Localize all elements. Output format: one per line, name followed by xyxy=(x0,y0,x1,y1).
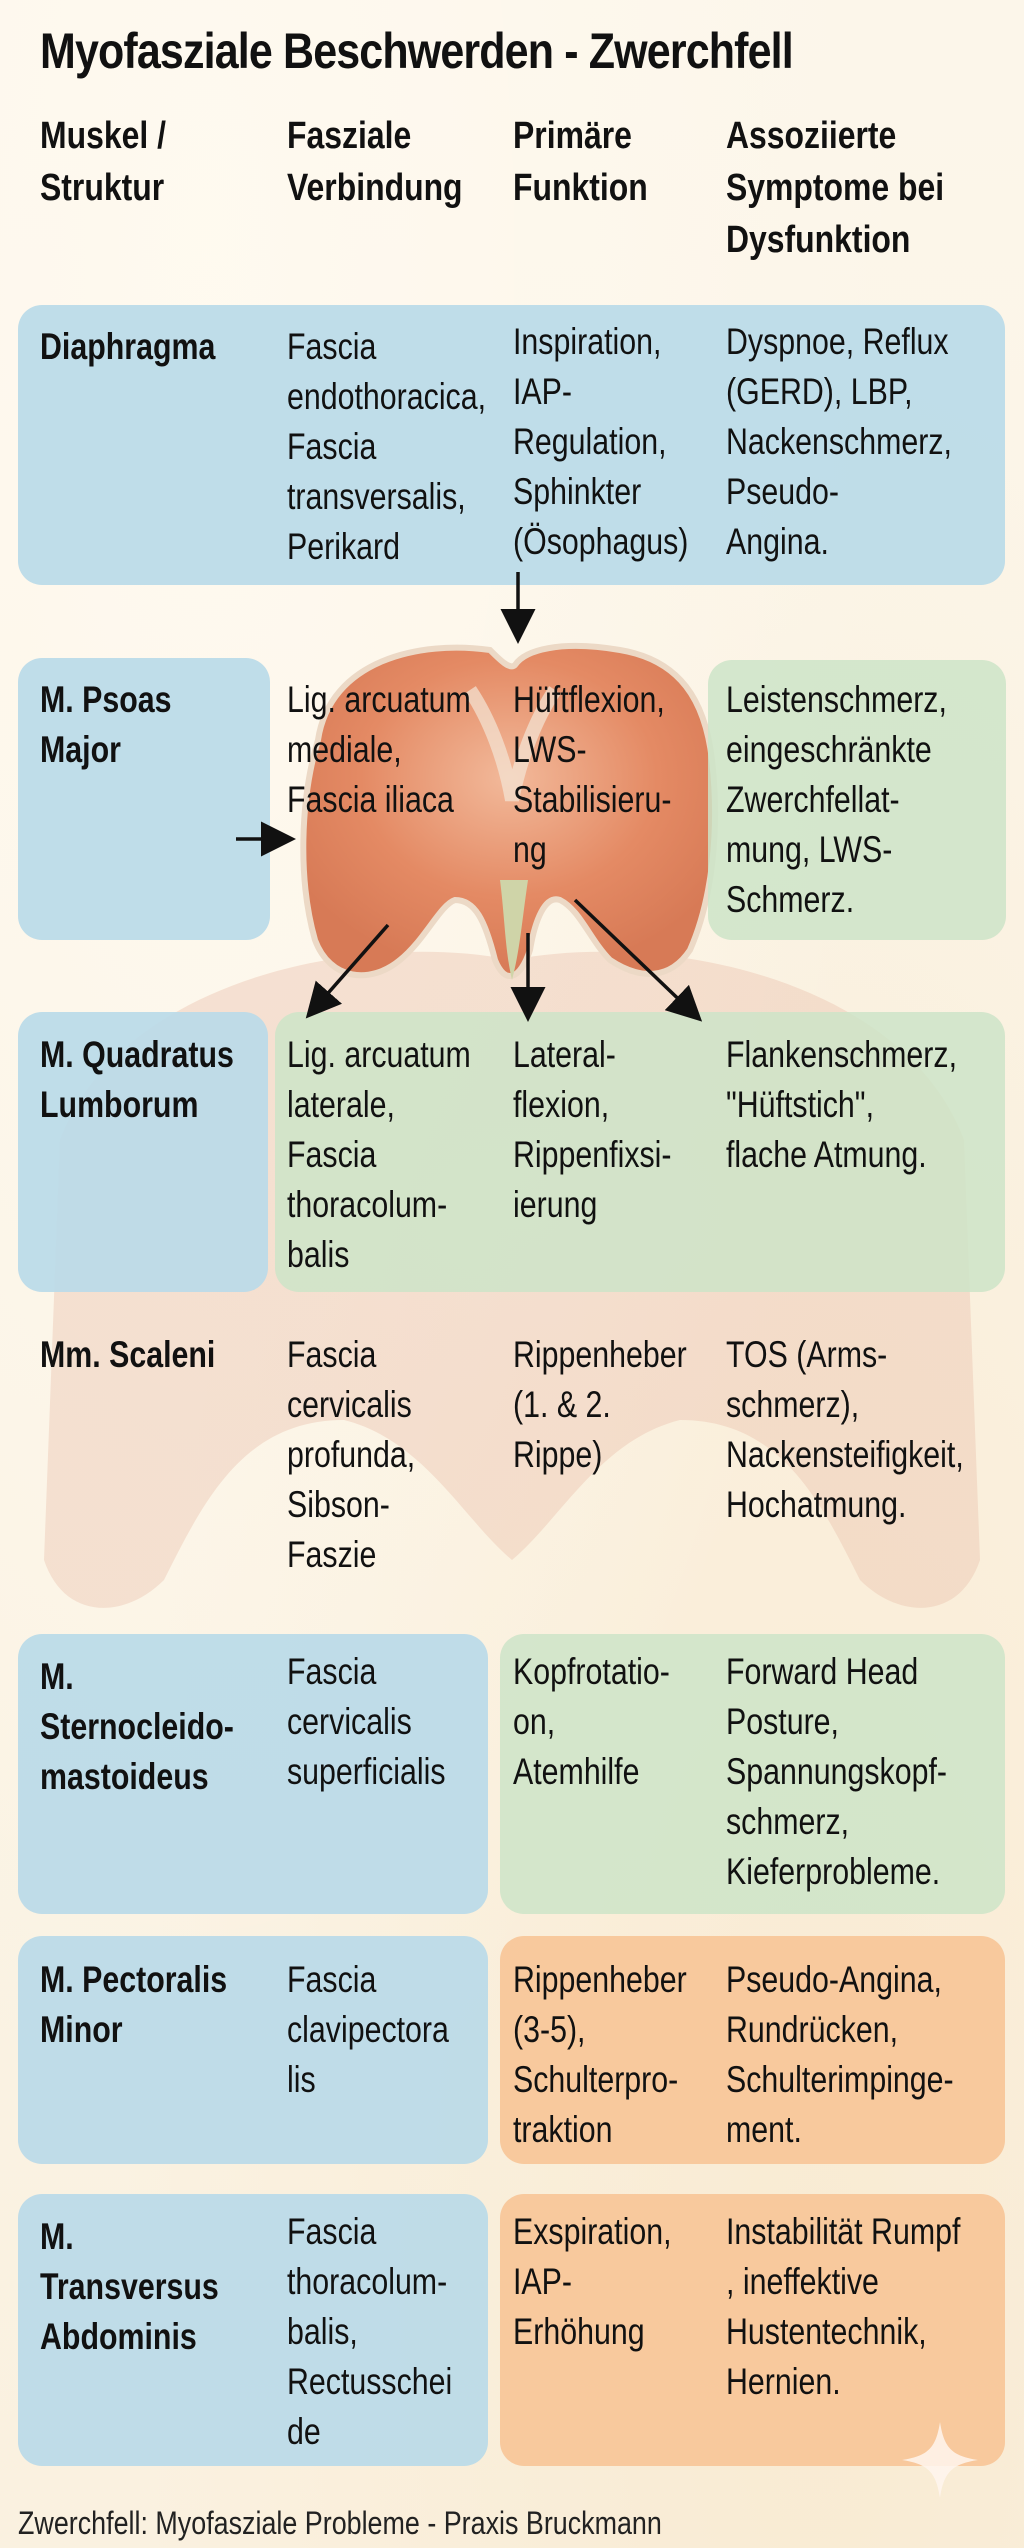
row-diaphragma-muscle: Diaphragma xyxy=(40,326,216,367)
row-ql-symptoms: Flankenschmerz, "Hüftstich", flache Atmu… xyxy=(726,1034,958,1175)
row-scaleni-muscle: Mm. Scaleni xyxy=(40,1334,216,1375)
row-psoas-fascia: Lig. arcuatum mediale, Fascia iliaca xyxy=(287,679,471,820)
row-scm-fascia: Fascia cervicalis superficialis xyxy=(287,1651,446,1792)
row-scaleni-function: Rippenheber (1. & 2. Rippe) xyxy=(513,1334,687,1475)
row-transversus-left-box xyxy=(18,2194,488,2466)
row-ql-function: Lateral- flexion, Rippenfixsi- ierung xyxy=(513,1034,672,1225)
row-scm-function: Kopfrotatio- on, Atemhilfe xyxy=(513,1651,670,1792)
footer-caption: Zwerchfell: Myofasziale Probleme - Praxi… xyxy=(18,2505,662,2541)
row-scm-right-box xyxy=(500,1634,1005,1914)
row-scm-symptoms: Forward Head Posture, Spannungskopf- sch… xyxy=(726,1651,947,1892)
row-pectoralis-right-box xyxy=(500,1936,1005,2164)
row-diaphragma-function: Inspiration, IAP- Regulation, Sphinkter … xyxy=(513,321,689,562)
row-scm-muscle: M. Sternocleido- mastoideus xyxy=(40,1656,234,1797)
row-transversus-fascia: Fascia thoracolum- balis, Rectusschei de xyxy=(287,2211,453,2452)
row-transversus-symptoms: Instabilität Rumpf , ineffektive Hustent… xyxy=(726,2211,961,2402)
page-title: Myofasziale Beschwerden - Zwerchfell xyxy=(40,23,794,79)
column-header-muscle: Muskel /Struktur xyxy=(40,115,166,209)
row-transversus-function: Exspiration, IAP- Erhöhung xyxy=(513,2211,672,2352)
row-psoas-symptoms-box xyxy=(708,660,1006,940)
row-diaphragma-symptoms: Dyspnoe, Reflux (GERD), LBP, Nackenschme… xyxy=(726,321,952,562)
row-psoas-symptoms: Leistenschmerz, eingeschränkte Zwerchfel… xyxy=(726,679,947,920)
row-pectoralis-muscle: M. Pectoralis Minor xyxy=(40,1959,228,2050)
row-ql-detail-box xyxy=(275,1012,1005,1292)
row-ql-muscle-box xyxy=(18,1012,268,1292)
row-psoas-function: Hüftflexion, LWS- Stabilisieru- ng xyxy=(513,679,672,870)
row-transversus-muscle: M. Transversus Abdominis xyxy=(40,2216,219,2357)
row-pectoralis-symptoms: Pseudo-Angina, Rundrücken, Schulterimpin… xyxy=(726,1959,954,2150)
row-scaleni-fascia: Fascia cervicalis profunda, Sibson- Fasz… xyxy=(287,1334,416,1575)
row-pectoralis-fascia: Fascia clavipectora lis xyxy=(287,1959,449,2100)
row-pectoralis-function: Rippenheber (3-5), Schulterpro- traktion xyxy=(513,1959,687,2150)
row-ql-fascia: Lig. arcuatum laterale, Fascia thoracolu… xyxy=(287,1034,471,1275)
row-diaphragma-box xyxy=(18,305,1005,585)
row-scaleni-symptoms: TOS (Arms- schmerz), Nackensteifigkeit, … xyxy=(726,1334,964,1525)
row-scm-left-box xyxy=(18,1634,488,1914)
row-pectoralis-left-box xyxy=(18,1936,488,2164)
row-diaphragma-fascia: Fascia endothoracica, Fascia transversal… xyxy=(287,326,487,567)
row-transversus-right-box xyxy=(500,2194,1005,2466)
row-psoas-muscle: M. Psoas Major xyxy=(40,679,172,770)
row-ql-muscle: M. Quadratus Lumborum xyxy=(40,1034,234,1125)
row-psoas-muscle-box xyxy=(18,658,270,940)
sparkle-icon xyxy=(902,2422,978,2498)
